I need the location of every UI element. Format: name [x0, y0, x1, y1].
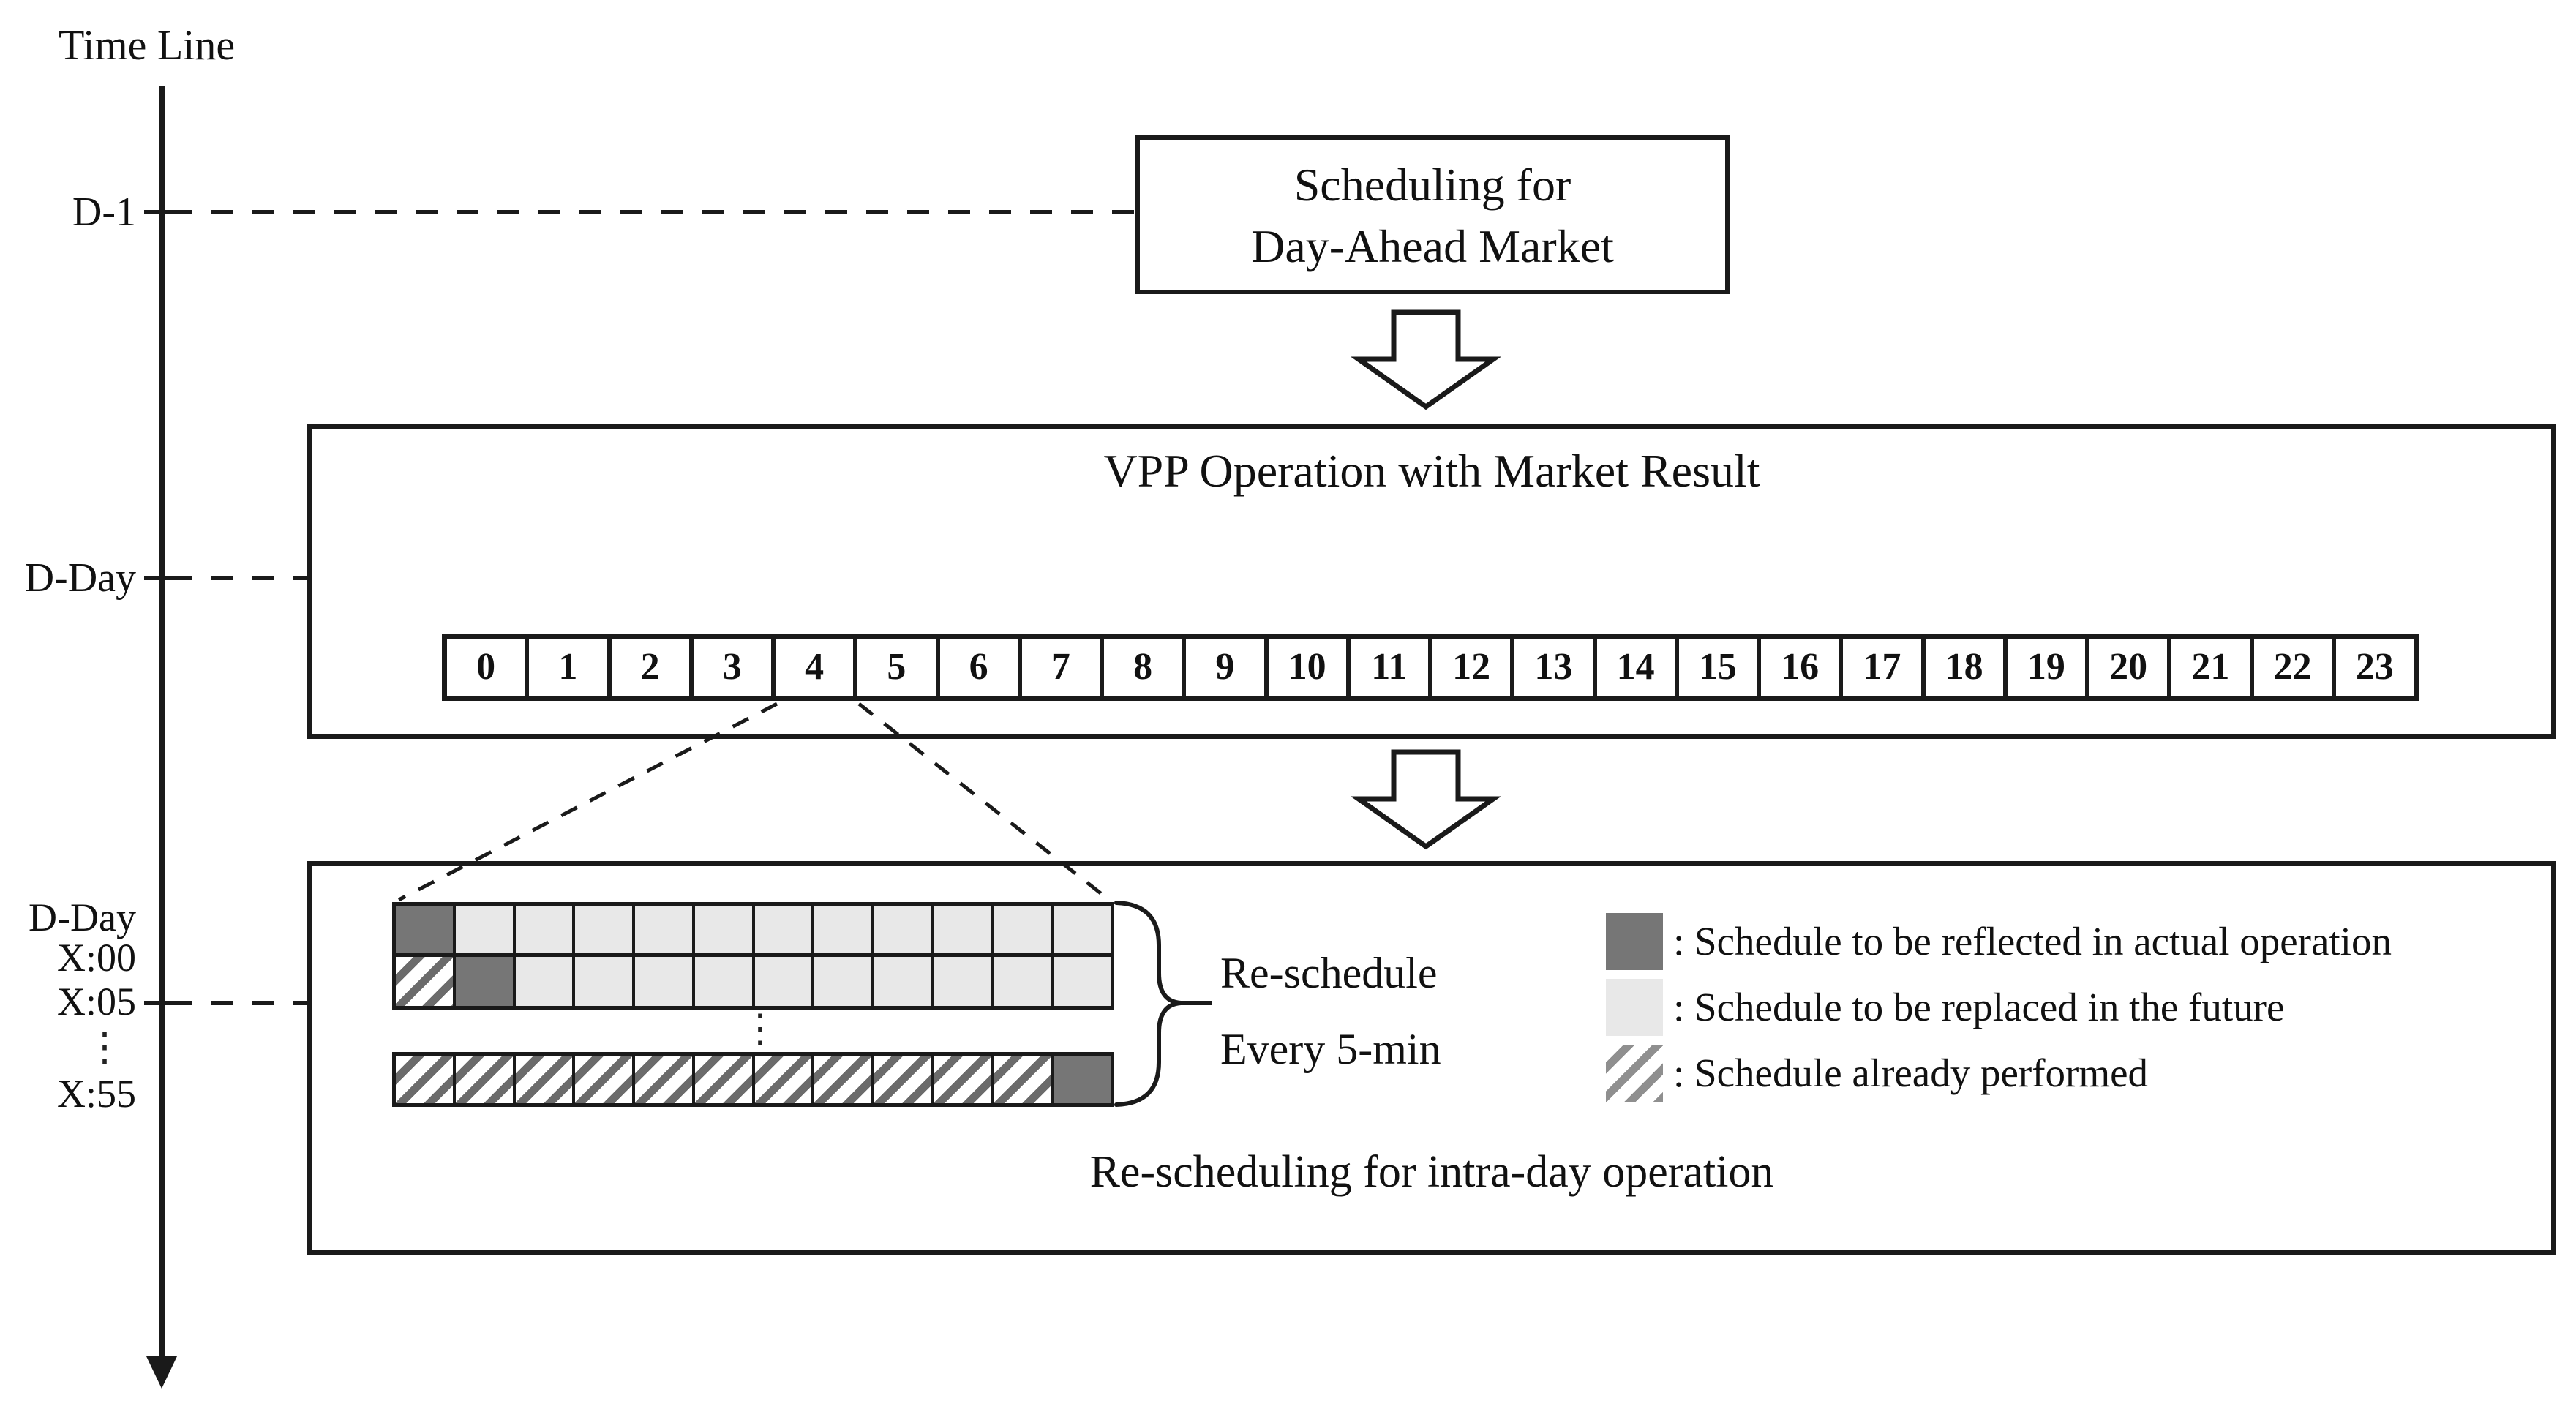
schedule-cell-light — [871, 957, 931, 1006]
intraday-label-x55: X:55 — [57, 1072, 136, 1116]
schedule-cell-hatch — [811, 1056, 871, 1103]
hour-cell: 15 — [1674, 639, 1757, 696]
hour-cell: 17 — [1839, 639, 1921, 696]
legend-row: : Schedule to be replaced in the future — [1606, 979, 2392, 1036]
schedule-cell-light — [991, 906, 1051, 955]
reschedule-note-line2: Every 5-min — [1220, 1025, 1441, 1073]
schedule-cell-light — [1051, 957, 1111, 1006]
hour-cell: 13 — [1510, 639, 1593, 696]
schedule-cell-hatch — [691, 1056, 752, 1103]
schedule-cell-light — [572, 906, 632, 955]
day-ahead-box — [1135, 135, 1730, 294]
schedule-cell-hatch — [632, 1056, 692, 1103]
schedule-cell-hatch — [396, 957, 453, 1006]
schedule-cell-light — [811, 906, 871, 955]
timeline-axis — [144, 86, 179, 1389]
hour-cell: 7 — [1017, 639, 1100, 696]
intraday-label-dots: ⋮ — [85, 1025, 124, 1069]
legend-row: : Schedule to be reflected in actual ope… — [1606, 913, 2392, 970]
hour-cell: 6 — [935, 639, 1018, 696]
schedule-cell-light — [452, 906, 513, 955]
reschedule-note-line1: Re-schedule — [1220, 949, 1438, 997]
schedule-cell-light — [691, 957, 752, 1006]
timeline-label-d1: D-1 — [72, 189, 136, 235]
vpp-box-title: VPP Operation with Market Result — [1103, 445, 1760, 497]
reschedule-note: Re-schedule Every 5-min — [1220, 935, 1441, 1087]
hour-cell: 18 — [1920, 639, 2003, 696]
schedule-cell-light — [1051, 906, 1111, 955]
legend-text: : Schedule to be replaced in the future — [1673, 985, 2285, 1029]
hour-cell: 19 — [2002, 639, 2085, 696]
schedule-cell-light — [751, 906, 812, 955]
schedule-cell-hatch — [991, 1056, 1051, 1103]
intraday-label-x05: X:05 — [57, 980, 136, 1023]
schedule-cell-light — [632, 906, 692, 955]
timeline-label-dday: D-Day — [24, 555, 136, 601]
hour-cell: 8 — [1100, 639, 1182, 696]
schedule-cell-light — [512, 906, 573, 955]
schedule-cell-dark — [452, 957, 513, 1006]
schedule-cell-light — [991, 957, 1051, 1006]
schedule-cell-dark — [1051, 1056, 1111, 1103]
schedule-cell-hatch — [751, 1056, 812, 1103]
intraday-label-x00: X:00 — [57, 936, 136, 980]
hour-cell: 4 — [771, 639, 854, 696]
hour-cell: 23 — [2331, 639, 2414, 696]
schedule-cell-hatch — [512, 1056, 573, 1103]
schedule-cell-hatch — [452, 1056, 513, 1103]
schedule-cell-hatch — [396, 1056, 453, 1103]
hour-cell: 16 — [1757, 639, 1839, 696]
hour-cell: 0 — [447, 639, 525, 696]
hour-cell: 21 — [2167, 639, 2250, 696]
schedule-cell-light — [572, 957, 632, 1006]
timeline-arrowhead-icon — [146, 1356, 177, 1389]
schedule-cell-light — [931, 906, 991, 955]
schedule-cell-dark — [396, 906, 453, 955]
schedule-cell-light — [512, 957, 573, 1006]
hour-cell: 12 — [1428, 639, 1511, 696]
schedule-cell-light — [751, 957, 812, 1006]
grid-continuation-dots: ⋮ — [740, 1007, 780, 1051]
day-ahead-box-line1: Scheduling for — [1293, 159, 1571, 211]
hour-cell: 22 — [2249, 639, 2332, 696]
hour-cell: 11 — [1345, 639, 1428, 696]
legend: : Schedule to be reflected in actual ope… — [1606, 913, 2392, 1102]
day-ahead-box-text: Scheduling for Day-Ahead Market — [1135, 154, 1730, 277]
intraday-box-caption: Re-scheduling for intra-day operation — [1089, 1147, 1774, 1197]
hour-cell: 10 — [1263, 639, 1346, 696]
schedule-cell-light — [691, 906, 752, 955]
legend-text: : Schedule already performed — [1673, 1051, 2149, 1095]
legend-swatch-light-icon — [1606, 979, 1663, 1036]
schedule-cell-light — [632, 957, 692, 1006]
hour-cell: 20 — [2085, 639, 2168, 696]
legend-swatch-hatch-icon — [1606, 1045, 1663, 1102]
schedule-cell-hatch — [871, 1056, 931, 1103]
timeline-title: Time Line — [59, 21, 236, 69]
hour-cell: 2 — [607, 639, 689, 696]
schedule-cell-light — [811, 957, 871, 1006]
intraday-label-dday: D-Day — [29, 895, 136, 939]
schedule-grid-row — [392, 902, 1114, 958]
legend-text: : Schedule to be reflected in actual ope… — [1673, 919, 2392, 963]
legend-swatch-dark-icon — [1606, 913, 1663, 970]
schedule-cell-light — [871, 906, 931, 955]
schedule-cell-hatch — [572, 1056, 632, 1103]
legend-row: : Schedule already performed — [1606, 1045, 2392, 1102]
hour-cell: 1 — [525, 639, 607, 696]
schedule-cell-hatch — [931, 1056, 991, 1103]
hour-cell: 5 — [853, 639, 936, 696]
flow-arrow-down-2 — [1350, 749, 1502, 850]
hour-cell: 14 — [1592, 639, 1675, 696]
hour-cell: 9 — [1182, 639, 1264, 696]
schedule-grid-row — [392, 953, 1114, 1010]
schedule-grid-row — [392, 1052, 1114, 1107]
schedule-cell-light — [931, 957, 991, 1006]
hour-cell: 3 — [688, 639, 771, 696]
day-ahead-box-line2: Day-Ahead Market — [1251, 220, 1614, 272]
flow-arrow-down-1 — [1350, 309, 1502, 410]
